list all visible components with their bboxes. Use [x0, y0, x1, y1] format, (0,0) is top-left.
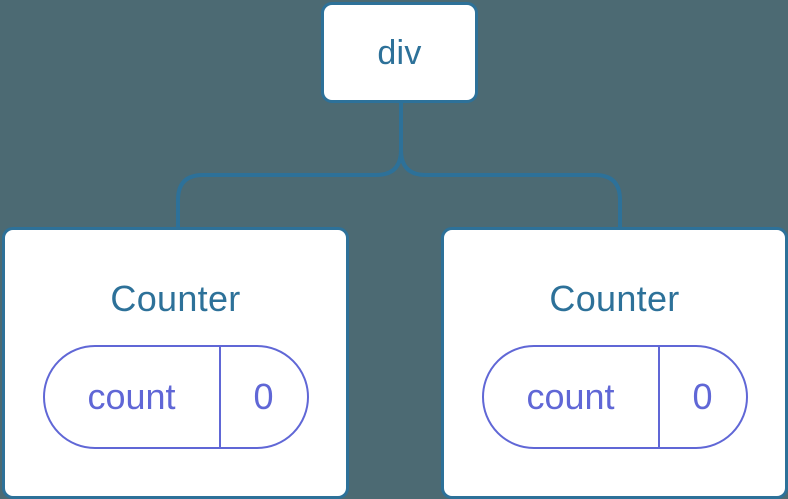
connector-root-to-left-child — [176, 103, 403, 227]
state-value-right: 0 — [660, 347, 746, 447]
state-key-right: count — [484, 347, 658, 447]
node-div-label: div — [377, 33, 422, 72]
node-counter-left[interactable]: Counter count 0 — [2, 227, 349, 499]
node-counter-right-label: Counter — [549, 278, 680, 319]
state-value-left-text: 0 — [253, 376, 274, 417]
state-pill-left[interactable]: count 0 — [42, 345, 309, 449]
state-divider-left-icon — [218, 347, 221, 447]
state-divider-right-icon — [657, 347, 660, 447]
state-value-right-text: 0 — [692, 376, 713, 417]
node-counter-right[interactable]: Counter count 0 — [441, 227, 788, 499]
state-pill-right[interactable]: count 0 — [481, 345, 748, 449]
node-div[interactable]: div — [321, 2, 478, 103]
node-counter-left-label: Counter — [110, 278, 241, 319]
connector-root-to-right-child — [399, 103, 622, 227]
state-key-left: count — [45, 347, 219, 447]
state-key-right-text: count — [526, 376, 615, 417]
state-key-left-text: count — [87, 376, 176, 417]
state-value-left: 0 — [221, 347, 307, 447]
